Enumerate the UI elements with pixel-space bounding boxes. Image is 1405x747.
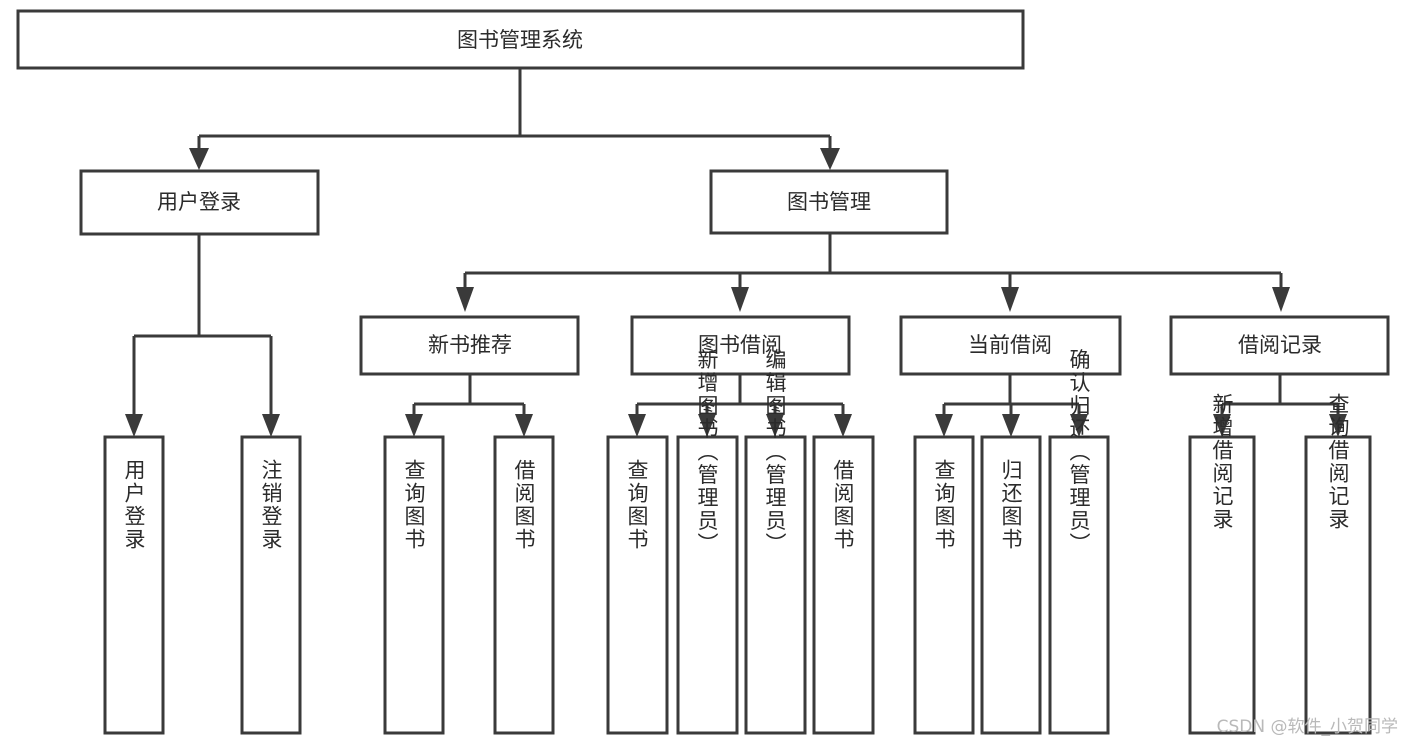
arrow-head-leaf-user-login [125, 414, 143, 437]
node-leaf-bookborrow-add-label: 新增图书（管理员） [695, 349, 719, 556]
node-borrow-record-group-label: 借阅记录 [1238, 333, 1322, 357]
node-user-login-group-label: 用户登录 [157, 190, 241, 214]
watermark-label: CSDN @软件_小贺同学 [1217, 717, 1398, 737]
arrow-head-borrowrecord [1272, 287, 1290, 312]
node-book-manage-group-label: 图书管理 [787, 190, 871, 214]
node-user-login-group-box[interactable] [79, 169, 320, 236]
node-leaf-currentborrow-query-box[interactable] [913, 435, 975, 735]
node-book-borrow-group-box[interactable] [630, 315, 851, 376]
node-leaf-borrowrecord-query-label: 查询借阅记录 [1326, 393, 1350, 531]
node-leaf-bookborrow-borrow-label: 借阅图书 [831, 459, 855, 551]
node-borrow-record-group[interactable]: 借阅记录 [1169, 315, 1390, 376]
node-leaf-user-logout-label: 注销登录 [259, 459, 283, 551]
node-borrow-record-group-box[interactable] [1169, 315, 1390, 376]
node-leaf-bookborrow-query-label: 查询图书 [625, 459, 649, 551]
node-leaf-user-logout-box[interactable] [240, 435, 302, 735]
node-leaf-newbook-borrow[interactable]: 借阅图书 [493, 435, 555, 735]
arrow-head-cb-return [1002, 414, 1020, 437]
node-book-borrow-group-label: 图书借阅 [698, 333, 782, 357]
arrow-head-br-add [1213, 414, 1231, 437]
node-leaf-borrowrecord-add-box[interactable] [1188, 435, 1256, 735]
node-leaf-currentborrow-return-label: 归还图书 [999, 459, 1023, 551]
node-leaf-currentborrow-return[interactable]: 归还图书 [980, 435, 1042, 735]
node-leaf-newbook-borrow-label: 借阅图书 [512, 459, 536, 551]
node-leaf-newbook-borrow-box[interactable] [493, 435, 555, 735]
node-book-manage-group-box[interactable] [709, 169, 949, 235]
node-leaf-newbook-query[interactable]: 查询图书 [383, 435, 445, 735]
node-current-borrow-group-box[interactable] [899, 315, 1122, 376]
node-leaf-user-login[interactable]: 用户登录 [103, 435, 165, 735]
node-leaf-currentborrow-return-box[interactable] [980, 435, 1042, 735]
node-leaf-borrowrecord-query-box[interactable] [1304, 435, 1372, 735]
arrow-head-currentborrow [1001, 287, 1019, 312]
node-leaf-bookborrow-borrow[interactable]: 借阅图书 [812, 435, 875, 735]
arrow-head-bookborrow [731, 287, 749, 312]
arrow-head-nb-query [405, 414, 423, 437]
node-leaf-currentborrow-confirm-label: 确认归还（管理员） [1067, 349, 1091, 556]
node-leaf-currentborrow-confirm[interactable]: 确认归还（管理员） [1048, 349, 1110, 735]
node-leaf-bookborrow-edit-box[interactable] [744, 435, 807, 735]
node-leaf-borrowrecord-add[interactable]: 新增借阅记录 [1188, 393, 1256, 735]
node-leaf-newbook-query-label: 查询图书 [402, 459, 426, 551]
arrow-head-leaf-user-logout [262, 414, 280, 437]
node-current-borrow-group-label: 当前借阅 [968, 333, 1052, 357]
node-user-login-group[interactable]: 用户登录 [79, 169, 320, 236]
node-leaf-currentborrow-query-label: 查询图书 [932, 459, 956, 551]
arrow-head-bb-query [628, 414, 646, 437]
node-leaf-bookborrow-edit[interactable]: 编辑图书（管理员） [744, 349, 807, 735]
arrow-head-cb-query [935, 414, 953, 437]
node-leaf-borrowrecord-query[interactable]: 查询借阅记录 [1304, 393, 1372, 735]
node-book-manage-group[interactable]: 图书管理 [709, 169, 949, 235]
node-new-book-group[interactable]: 新书推荐 [359, 315, 580, 376]
arrow-head-cb-confirm [1070, 414, 1088, 437]
node-leaf-bookborrow-query[interactable]: 查询图书 [606, 435, 669, 735]
arrow-head-bb-edit [766, 414, 784, 437]
node-leaf-bookborrow-borrow-box[interactable] [812, 435, 875, 735]
arrow-head-userlogin [189, 148, 209, 170]
connector-layer [125, 68, 1347, 437]
node-leaf-bookborrow-edit-label: 编辑图书（管理员） [763, 349, 787, 556]
node-root-title-label: 图书管理系统 [457, 28, 583, 52]
node-current-borrow-group[interactable]: 当前借阅 [899, 315, 1122, 376]
node-leaf-borrowrecord-add-label: 新增借阅记录 [1210, 393, 1234, 531]
arrow-head-br-query [1329, 414, 1347, 437]
node-root-title[interactable]: 图书管理系统 [16, 9, 1025, 70]
arrow-head-bookmanage [820, 148, 840, 170]
node-leaf-user-login-box[interactable] [103, 435, 165, 735]
node-leaf-user-login-label: 用户登录 [122, 459, 146, 551]
node-leaf-bookborrow-add[interactable]: 新增图书（管理员） [676, 349, 739, 735]
arrow-head-newbook [456, 287, 474, 312]
node-leaf-newbook-query-box[interactable] [383, 435, 445, 735]
node-book-borrow-group[interactable]: 图书借阅 [630, 315, 851, 376]
node-new-book-group-label: 新书推荐 [428, 333, 512, 357]
node-new-book-group-box[interactable] [359, 315, 580, 376]
arrow-head-nb-borrow [515, 414, 533, 437]
arrow-head-bb-add [698, 414, 716, 437]
arrow-head-bb-borrow [834, 414, 852, 437]
node-leaf-user-logout[interactable]: 注销登录 [240, 435, 302, 735]
node-root-title-box[interactable] [16, 9, 1025, 70]
node-leaf-currentborrow-confirm-box[interactable] [1048, 435, 1110, 735]
node-leaf-bookborrow-add-box[interactable] [676, 435, 739, 735]
node-leaf-currentborrow-query[interactable]: 查询图书 [913, 435, 975, 735]
node-leaf-bookborrow-query-box[interactable] [606, 435, 669, 735]
